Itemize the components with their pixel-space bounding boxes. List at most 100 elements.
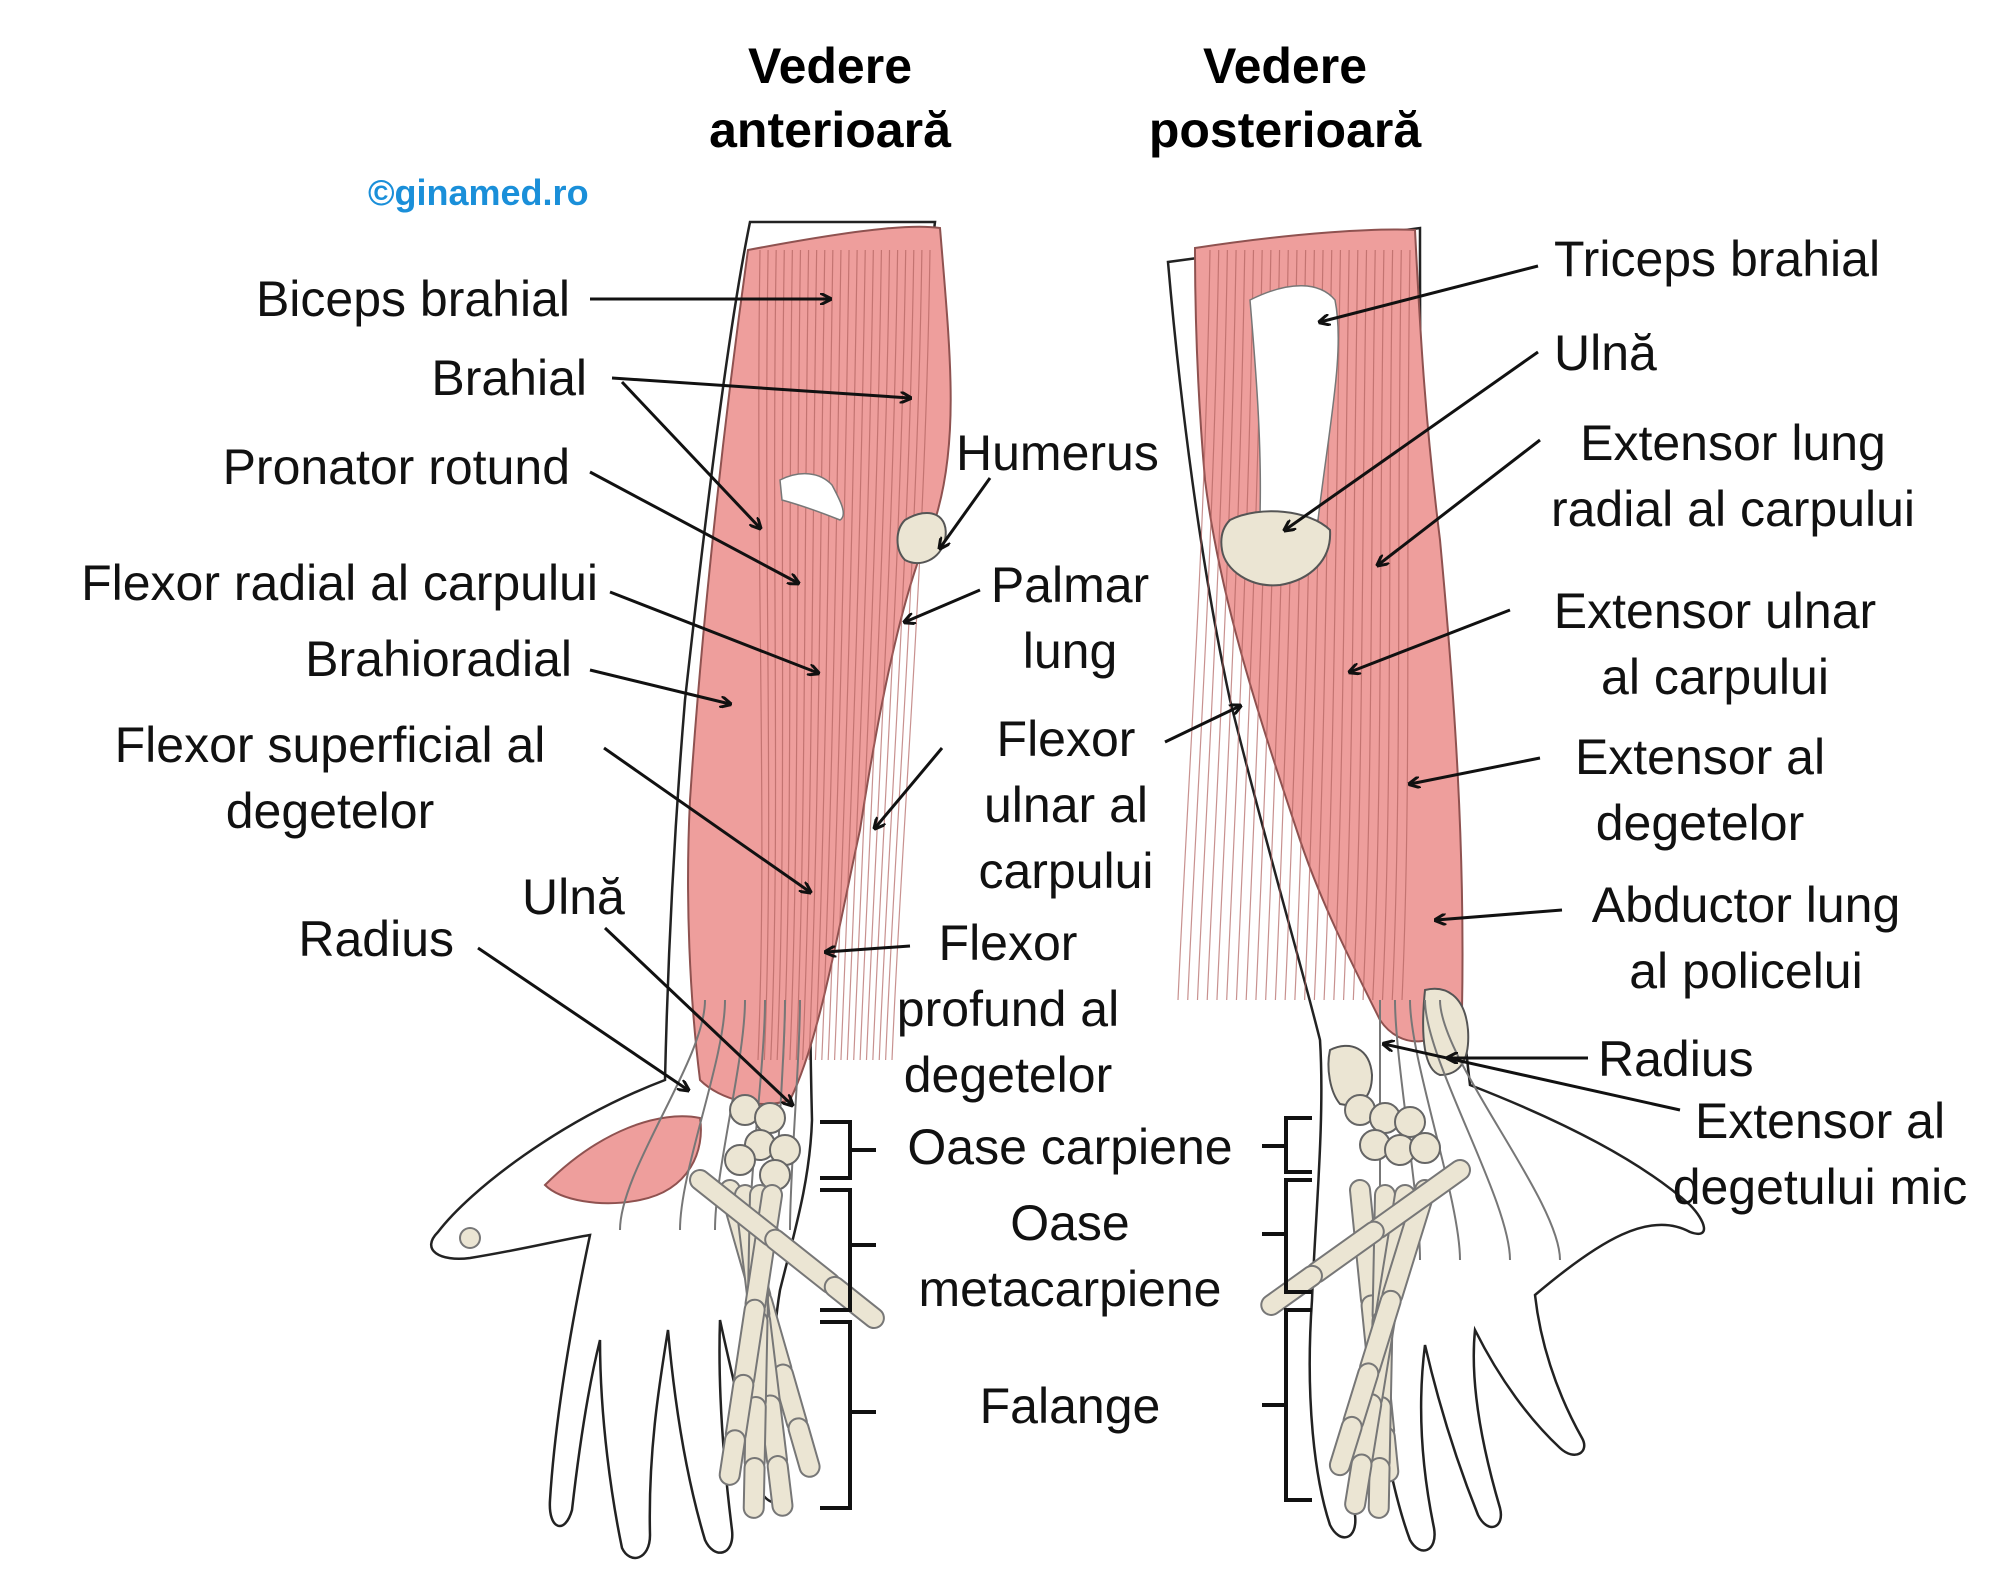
label-flexor-superficial-line2: degetelor [225, 783, 435, 839]
posterior-title-line1: Vedere [1202, 38, 1367, 94]
muscle-fiber [1362, 249, 1376, 1001]
phalanx-bone-fill [726, 1375, 753, 1444]
tendon [789, 999, 801, 1231]
arrow-palmar-lung [905, 588, 981, 622]
anterior-view-title: Vedere anterioară [680, 34, 980, 162]
muscle-fiber [1372, 249, 1385, 1001]
label-oase-carpiene: Oase carpiene [907, 1119, 1233, 1175]
phalanx-bone-fill [744, 1458, 764, 1517]
biceps-tendon [779, 473, 844, 521]
label-metacarpiene-line1: Oase [1010, 1195, 1130, 1251]
arrow-triceps [1320, 264, 1539, 322]
arrow-ulna-post [1285, 350, 1539, 530]
arrow-flexor-ulnar-post [1164, 706, 1240, 744]
muscle-fiber [808, 249, 826, 1061]
arrow-abductor [1436, 908, 1563, 920]
posterior-hand-bones [1260, 1094, 1471, 1519]
muscle-fiber [865, 249, 899, 1061]
muscle-fiber [776, 249, 785, 1061]
label-radius-post: Radius [1598, 1031, 1754, 1087]
olecranon-bone [1220, 510, 1332, 587]
carpal-bone [724, 1144, 756, 1176]
muscle-fiber [1177, 249, 1211, 1001]
tendon [1439, 999, 1561, 1261]
anterior-title-line1: Vedere [747, 38, 912, 94]
label-flexor-ulnar-line1: Flexor [996, 711, 1136, 767]
arrow-extensor-mic [1384, 1044, 1681, 1112]
label-palmar-line1: Palmar [990, 557, 1150, 613]
muscle-fiber [1333, 249, 1350, 1001]
label-metacarpiene-line2: metacarpiene [918, 1261, 1222, 1317]
label-flexor-ulnar-line3: carpului [978, 843, 1154, 899]
muscle-fiber [1226, 249, 1255, 1001]
phalanx-bone-fill [761, 1396, 786, 1470]
muscle-fiber [859, 249, 891, 1061]
label-extensor-degetelor-line1: Extensor al [1574, 729, 1826, 785]
arrow-ulna-ant [603, 926, 792, 1105]
bracket-falange-right [1262, 1308, 1312, 1502]
label-brahioradial: Brahioradial [305, 631, 572, 687]
label-radius-ant: Radius [298, 911, 454, 967]
muscle-fiber [1216, 249, 1246, 1001]
arrow-flexor-superficial [603, 746, 810, 892]
label-extensor-lung-radial-line1: Extensor lung [1580, 415, 1886, 471]
label-extensor-mic-line1: Extensor al [1694, 1093, 1946, 1149]
posterior-arrows [1164, 264, 1681, 1112]
muscle-fiber [1323, 249, 1342, 1001]
arrow-radius-ant [477, 946, 688, 1090]
anterior-humerus-bone [896, 511, 947, 565]
label-extensor-ulnar-line2: al carpului [1601, 649, 1829, 705]
muscle-fiber [878, 249, 915, 1061]
arrow-extensor-ulnar [1350, 608, 1511, 672]
arrow-brahial-1 [611, 376, 910, 398]
muscle-fiber [789, 249, 802, 1061]
label-flexor-radial: Flexor radial al carpului [81, 555, 598, 611]
muscle-fiber [1342, 249, 1359, 1001]
label-ulna-post: Ulnă [1554, 325, 1657, 381]
phalanx-bone-fill [774, 1365, 806, 1432]
label-flexor-profund-line2: profund al [896, 981, 1120, 1037]
label-abductor: Abductor lung al policelui [1556, 872, 1936, 1004]
label-extensor-ulnar: Extensor ulnar al carpului [1520, 578, 1910, 710]
anterior-arrows [477, 299, 992, 1105]
anterior-title-line2: anterioară [709, 102, 951, 158]
label-extensor-degetelor: Extensor al degetelor [1540, 724, 1860, 856]
muscle-fiber [1187, 249, 1220, 1001]
muscle-fiber [763, 249, 770, 1061]
phalanx-bone-fill [691, 1171, 780, 1245]
bracket-falange-left [820, 1320, 876, 1510]
phalanx-bone-fill [825, 1277, 883, 1327]
muscle-fiber [885, 249, 923, 1061]
arrow-brahial-2 [620, 380, 760, 528]
tendon [619, 999, 706, 1231]
phalanx-bone-fill [1330, 1417, 1361, 1475]
label-abductor-line2: al policelui [1629, 943, 1863, 999]
label-extensor-mic: Extensor al degetului mic [1640, 1088, 2000, 1220]
tendon [1424, 999, 1511, 1261]
muscle-fiber [1206, 249, 1237, 1001]
label-humerus: Humerus [956, 425, 1159, 481]
label-falange: Falange [979, 1378, 1161, 1434]
muscle-fiber [795, 249, 810, 1061]
label-pronator-rotund: Pronator rotund [222, 439, 570, 495]
label-brahial: Brahial [431, 350, 587, 406]
label-flexor-superficial-line1: Flexor superficial al [114, 717, 546, 773]
label-flexor-profund-line1: Flexor [938, 915, 1078, 971]
bracket-metacarpiene-left [820, 1188, 876, 1312]
label-flexor-ulnar: Flexor ulnar al carpului [946, 706, 1186, 904]
muscle-fiber [1196, 249, 1228, 1001]
muscle-fiber [814, 249, 834, 1061]
muscle-fiber [1352, 249, 1368, 1001]
label-abductor-line1: Abductor lung [1591, 877, 1901, 933]
label-extensor-lung-radial: Extensor lung radial al carpului [1520, 410, 1946, 542]
arrow-extensor-degetelor [1410, 756, 1541, 784]
posterior-title-line2: posterioară [1148, 102, 1422, 158]
label-extensor-ulnar-line1: Extensor ulnar [1553, 583, 1877, 639]
label-extensor-mic-line2: degetului mic [1672, 1159, 1968, 1215]
label-triceps-brahial: Triceps brahial [1554, 231, 1881, 287]
label-oase-metacarpiene: Oase metacarpiene [880, 1190, 1260, 1322]
phalanx-bone-fill [1353, 1395, 1381, 1468]
muscle-fiber [872, 249, 907, 1061]
arrow-flexor-radial [609, 590, 818, 673]
